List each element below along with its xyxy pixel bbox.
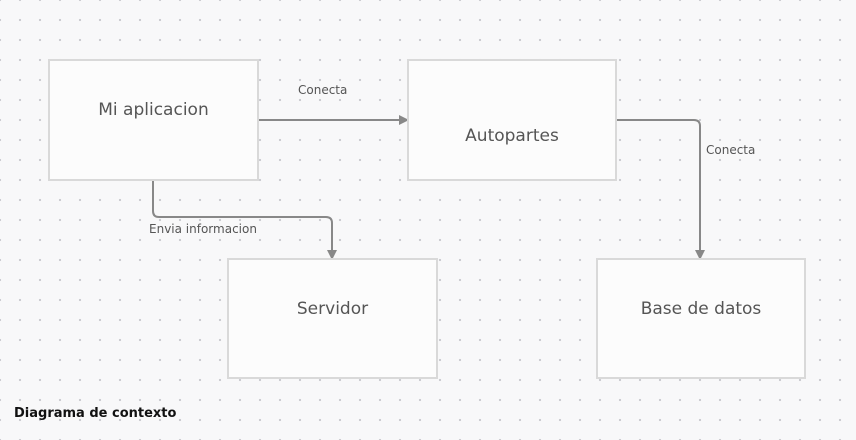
node-autopartes[interactable]: Autopartes: [407, 59, 617, 181]
edge-autopartes-to-db[interactable]: [616, 119, 705, 260]
node-label-autopartes: Autopartes: [465, 126, 559, 146]
node-servidor[interactable]: Servidor: [227, 258, 438, 379]
diagram-title: Diagrama de contexto: [14, 406, 177, 421]
node-label-mi-aplicacion: Mi aplicacion: [98, 100, 208, 120]
edge-label-app-to-servidor: Envia informacion: [149, 222, 257, 236]
edge-app-to-servidor[interactable]: [152, 180, 337, 260]
node-label-base-de-datos: Base de datos: [641, 299, 762, 319]
node-label-servidor: Servidor: [297, 299, 368, 319]
edge-label-app-to-autopartes: Conecta: [298, 83, 347, 97]
edge-label-autopartes-to-db: Conecta: [706, 143, 755, 157]
node-mi-aplicacion[interactable]: Mi aplicacion: [48, 59, 259, 181]
node-base-de-datos[interactable]: Base de datos: [596, 258, 806, 379]
